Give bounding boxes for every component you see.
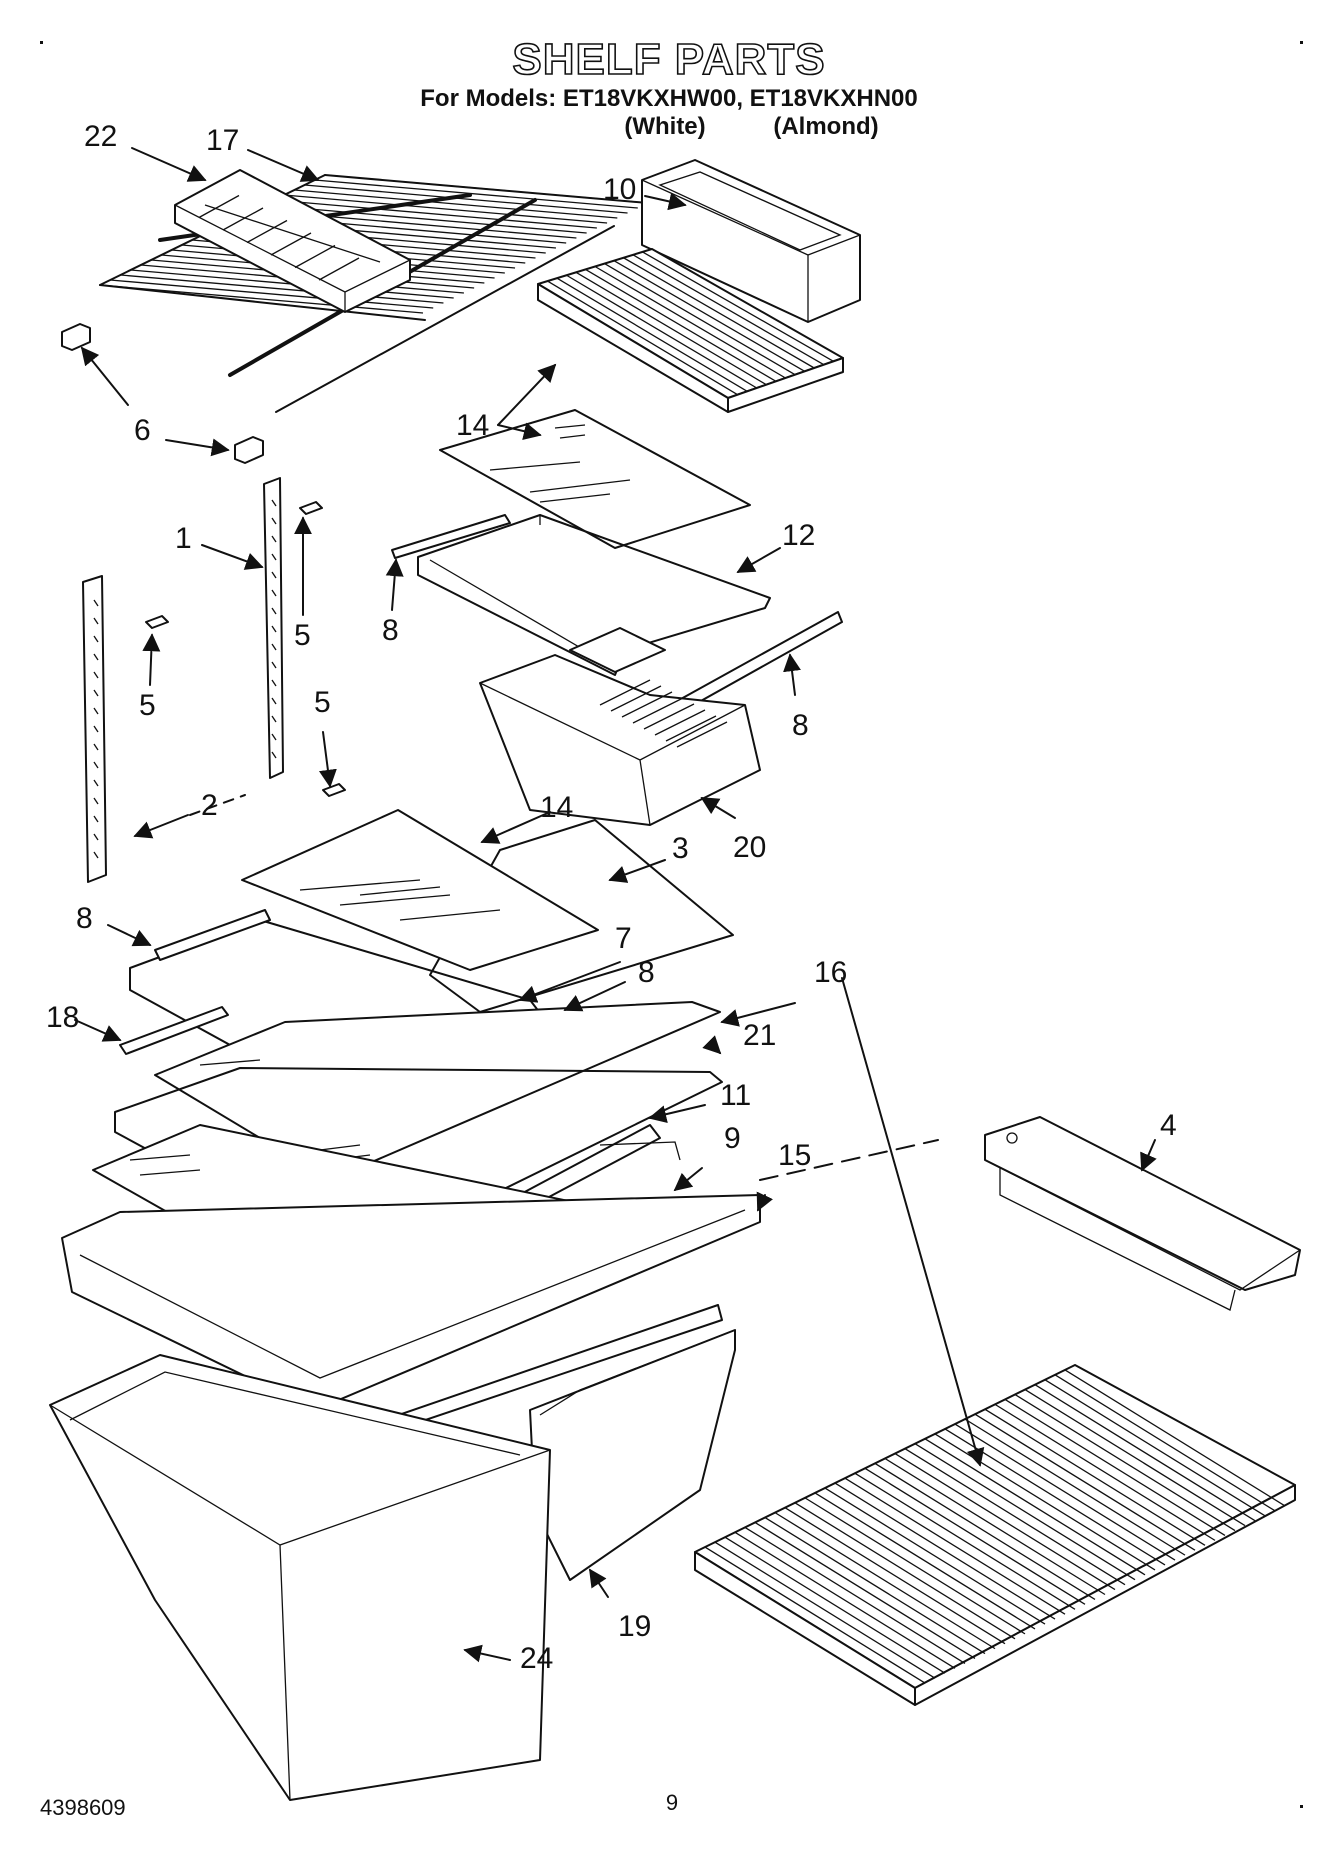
callout-24: 24 (520, 1642, 553, 1675)
part-2-shelf-ladder-left (82, 575, 107, 883)
callout-22: 22 (84, 120, 117, 153)
part-14-glass-shelf-lower (241, 809, 599, 971)
part-11-shelf-frame (114, 1067, 723, 1263)
part-14-crisper-cover-frame (537, 248, 844, 413)
part-6-shelf-support (61, 323, 264, 464)
callout-7: 7 (615, 922, 632, 955)
part-20-meat-keeper-drawer (479, 627, 761, 826)
callout-21: 21 (743, 1019, 776, 1052)
part-22-ice-cube-tray (174, 169, 411, 313)
part-24-crisper-drawer-left (49, 1354, 551, 1801)
color-almond-label: (Almond) (773, 113, 878, 140)
part-16-wire-shelf (694, 1364, 1296, 1706)
callout-10: 10 (603, 173, 636, 206)
callout-19: 19 (618, 1610, 651, 1643)
footer: 4398609 9 (40, 1790, 678, 1820)
callout-20: 20 (733, 831, 766, 864)
part-18-shelf-rail (119, 1006, 229, 1055)
callout-9: 9 (724, 1122, 741, 1155)
part-12-crisper-frame (391, 514, 771, 676)
leader-lines (74, 147, 1157, 1663)
callout-8-upper-right: 8 (792, 709, 809, 742)
callout-5-bottom: 5 (314, 686, 331, 719)
callout-labels: 22 17 10 6 14 12 1 5 8 5 5 8 2 14 20 3 7… (46, 120, 1177, 1675)
callout-5-left: 5 (139, 689, 156, 722)
corner-marks (40, 41, 1303, 1808)
callout-14-upper: 14 (456, 409, 489, 442)
callout-14-lower: 14 (540, 791, 573, 824)
callout-6: 6 (134, 414, 151, 447)
callout-4: 4 (1160, 1109, 1177, 1142)
color-white-label: (White) (624, 113, 705, 140)
models-line: For Models: ET18VKXHW00, ET18VKXHN00 (420, 85, 917, 112)
callout-12: 12 (782, 519, 815, 552)
header: SHELF PARTS For Models: ET18VKXHW00, ET1… (420, 34, 917, 140)
callout-8-upper-left: 8 (382, 614, 399, 647)
callout-8-middle: 8 (638, 956, 655, 989)
callout-5-top: 5 (294, 619, 311, 652)
callout-17: 17 (206, 124, 239, 157)
crisper-cover-assembly (61, 1194, 761, 1443)
callout-3: 3 (672, 832, 689, 865)
page-title: SHELF PARTS (512, 35, 825, 84)
callout-8-left: 8 (76, 902, 93, 935)
callout-2: 2 (201, 789, 218, 822)
callout-18: 18 (46, 1001, 79, 1034)
page-number: 9 (666, 1790, 678, 1815)
part-4-shelf-support-bracket (984, 1116, 1301, 1311)
part-5-screws (145, 501, 346, 797)
part-1-shelf-ladder-right (263, 477, 284, 779)
callout-16: 16 (814, 956, 847, 989)
callout-15: 15 (778, 1139, 811, 1172)
document-number: 4398609 (40, 1795, 126, 1820)
callout-1: 1 (175, 522, 192, 555)
callout-11: 11 (720, 1079, 751, 1112)
part-10-door-bin (641, 159, 861, 323)
